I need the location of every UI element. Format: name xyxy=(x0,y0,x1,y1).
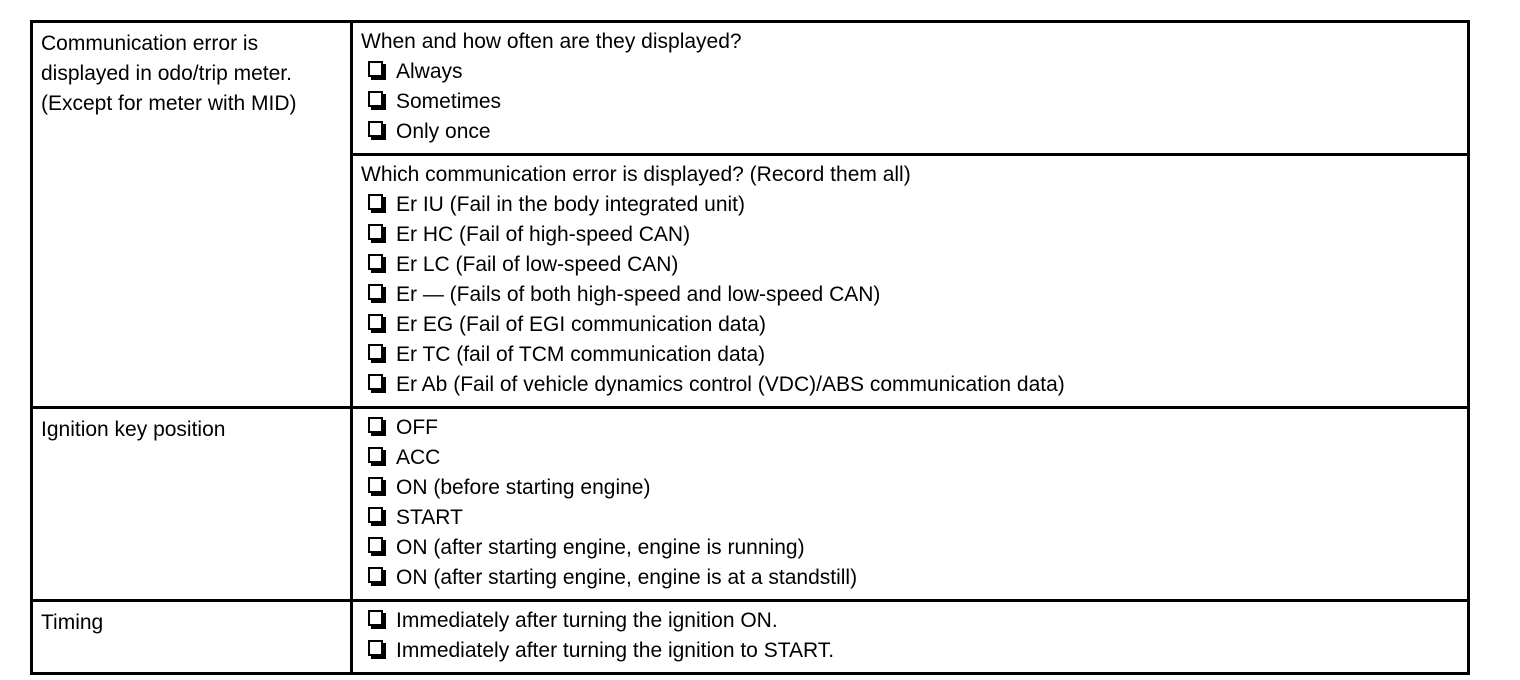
checkbox-icon[interactable] xyxy=(368,61,383,77)
checkbox-option: Immediately after turning the ignition t… xyxy=(361,636,1457,666)
option-label: Only once xyxy=(396,120,491,143)
checkbox-option: Er Ab (Fail of vehicle dynamics control … xyxy=(361,370,1457,400)
checkbox-icon[interactable] xyxy=(368,194,383,210)
checkbox-icon[interactable] xyxy=(368,374,383,390)
checkbox-icon[interactable] xyxy=(368,314,383,330)
checkbox-icon[interactable] xyxy=(368,254,383,270)
table-row: Ignition key position OFF ACC ON (before… xyxy=(33,406,1467,599)
checkbox-option: ACC xyxy=(361,443,1457,473)
row-label-ignition-key-position: Ignition key position xyxy=(33,409,353,599)
checkbox-option: Er EG (Fail of EGI communication data) xyxy=(361,310,1457,340)
group-which-error: Which communication error is displayed? … xyxy=(353,153,1467,406)
options-cell: Immediately after turning the ignition O… xyxy=(353,602,1467,672)
checkbox-option: Er HC (Fail of high-speed CAN) xyxy=(361,220,1457,250)
checkbox-option: OFF xyxy=(361,413,1457,443)
checkbox-option: ON (after starting engine, engine is run… xyxy=(361,533,1457,563)
option-label: Er TC (fail of TCM communication data) xyxy=(396,343,766,366)
options-cell: When and how often are they displayed? A… xyxy=(353,23,1467,406)
option-label: Er — (Fails of both high-speed and low-s… xyxy=(396,283,881,306)
checkbox-option: START xyxy=(361,503,1457,533)
option-label: START xyxy=(396,506,463,529)
checkbox-icon[interactable] xyxy=(368,447,383,463)
option-label: Immediately after turning the ignition t… xyxy=(396,639,835,662)
checkbox-icon[interactable] xyxy=(368,567,383,583)
option-label: ON (before starting engine) xyxy=(396,476,651,499)
checkbox-option: Er LC (Fail of low-speed CAN) xyxy=(361,250,1457,280)
option-label: Immediately after turning the ignition O… xyxy=(396,609,778,632)
option-label: Er Ab (Fail of vehicle dynamics control … xyxy=(396,373,1065,396)
checkbox-icon[interactable] xyxy=(368,640,383,656)
option-label: ON (after starting engine, engine is at … xyxy=(396,566,858,589)
checkbox-option: Er IU (Fail in the body integrated unit) xyxy=(361,190,1457,220)
option-label: Always xyxy=(396,60,463,83)
checkbox-icon[interactable] xyxy=(368,284,383,300)
checkbox-option: Er TC (fail of TCM communication data) xyxy=(361,340,1457,370)
options-cell: OFF ACC ON (before starting engine) STAR… xyxy=(353,409,1467,599)
checkbox-option: ON (after starting engine, engine is at … xyxy=(361,563,1457,593)
checkbox-icon[interactable] xyxy=(368,344,383,360)
option-label: Sometimes xyxy=(396,90,502,113)
table-row: Timing Immediately after turning the ign… xyxy=(33,599,1467,672)
checkbox-option: Er — (Fails of both high-speed and low-s… xyxy=(361,280,1457,310)
checkbox-icon[interactable] xyxy=(368,91,383,107)
question-label: When and how often are they displayed? xyxy=(361,30,742,53)
group-timing: Immediately after turning the ignition O… xyxy=(353,602,1467,672)
checkbox-option: ON (before starting engine) xyxy=(361,473,1457,503)
checkbox-option: Immediately after turning the ignition O… xyxy=(361,606,1457,636)
checkbox-icon[interactable] xyxy=(368,610,383,626)
checkbox-option: Only once xyxy=(361,117,1457,147)
option-label: Er LC (Fail of low-speed CAN) xyxy=(396,253,679,276)
question-label: Which communication error is displayed? … xyxy=(361,163,911,186)
option-label: Er EG (Fail of EGI communication data) xyxy=(396,313,766,336)
row-label-timing: Timing xyxy=(33,602,353,672)
option-label: Er HC (Fail of high-speed CAN) xyxy=(396,223,691,246)
group-when-how-often: When and how often are they displayed? A… xyxy=(353,23,1467,153)
option-label: ACC xyxy=(396,446,441,469)
checkbox-option: Always xyxy=(361,57,1457,87)
option-label: ON (after starting engine, engine is run… xyxy=(396,536,805,559)
checkbox-option: Sometimes xyxy=(361,87,1457,117)
option-label: OFF xyxy=(396,416,438,439)
checkbox-icon[interactable] xyxy=(368,537,383,553)
checkbox-icon[interactable] xyxy=(368,507,383,523)
row-label-communication-error: Communication error is displayed in odo/… xyxy=(33,23,353,406)
option-label: Er IU (Fail in the body integrated unit) xyxy=(396,193,746,216)
checkbox-icon[interactable] xyxy=(368,121,383,137)
table-row: Communication error is displayed in odo/… xyxy=(33,23,1467,406)
checkbox-icon[interactable] xyxy=(368,417,383,433)
checkbox-icon[interactable] xyxy=(368,224,383,240)
group-ignition-key-position: OFF ACC ON (before starting engine) STAR… xyxy=(353,409,1467,599)
checkbox-icon[interactable] xyxy=(368,477,383,493)
diagnosis-interview-checklist-table: Communication error is displayed in odo/… xyxy=(30,20,1470,675)
